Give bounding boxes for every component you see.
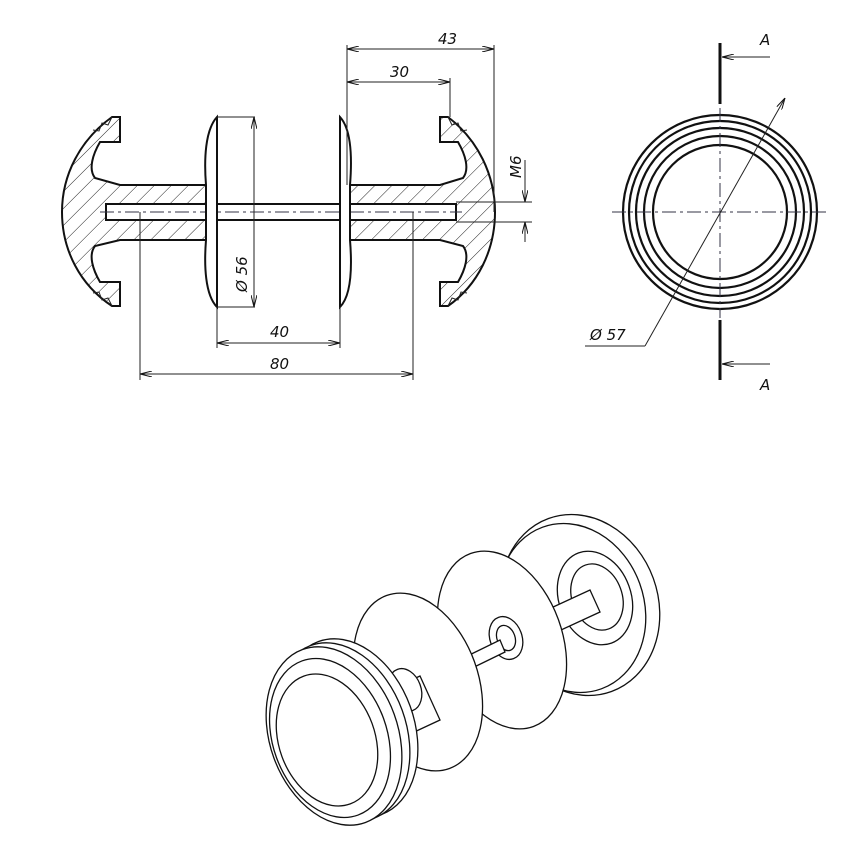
dim-80: 80	[270, 355, 289, 373]
isometric-view	[265, 513, 661, 826]
rose-right	[339, 114, 352, 310]
section-label-a-top: A	[759, 31, 770, 49]
dim-m6: M6	[507, 156, 525, 179]
end-view: A A Ø 57	[585, 31, 830, 394]
front-knob	[265, 638, 419, 826]
rose-left	[204, 114, 218, 310]
dim-diameter-56: Ø 56	[233, 256, 251, 293]
dim-40: 40	[270, 323, 289, 341]
section-view: 43 30 M6 Ø 56 40 80	[60, 30, 532, 380]
dim-diameter-57: Ø 57	[589, 326, 626, 344]
dim-30: 30	[390, 63, 409, 81]
dim-43: 43	[438, 30, 457, 48]
section-label-a-bottom: A	[759, 376, 770, 394]
